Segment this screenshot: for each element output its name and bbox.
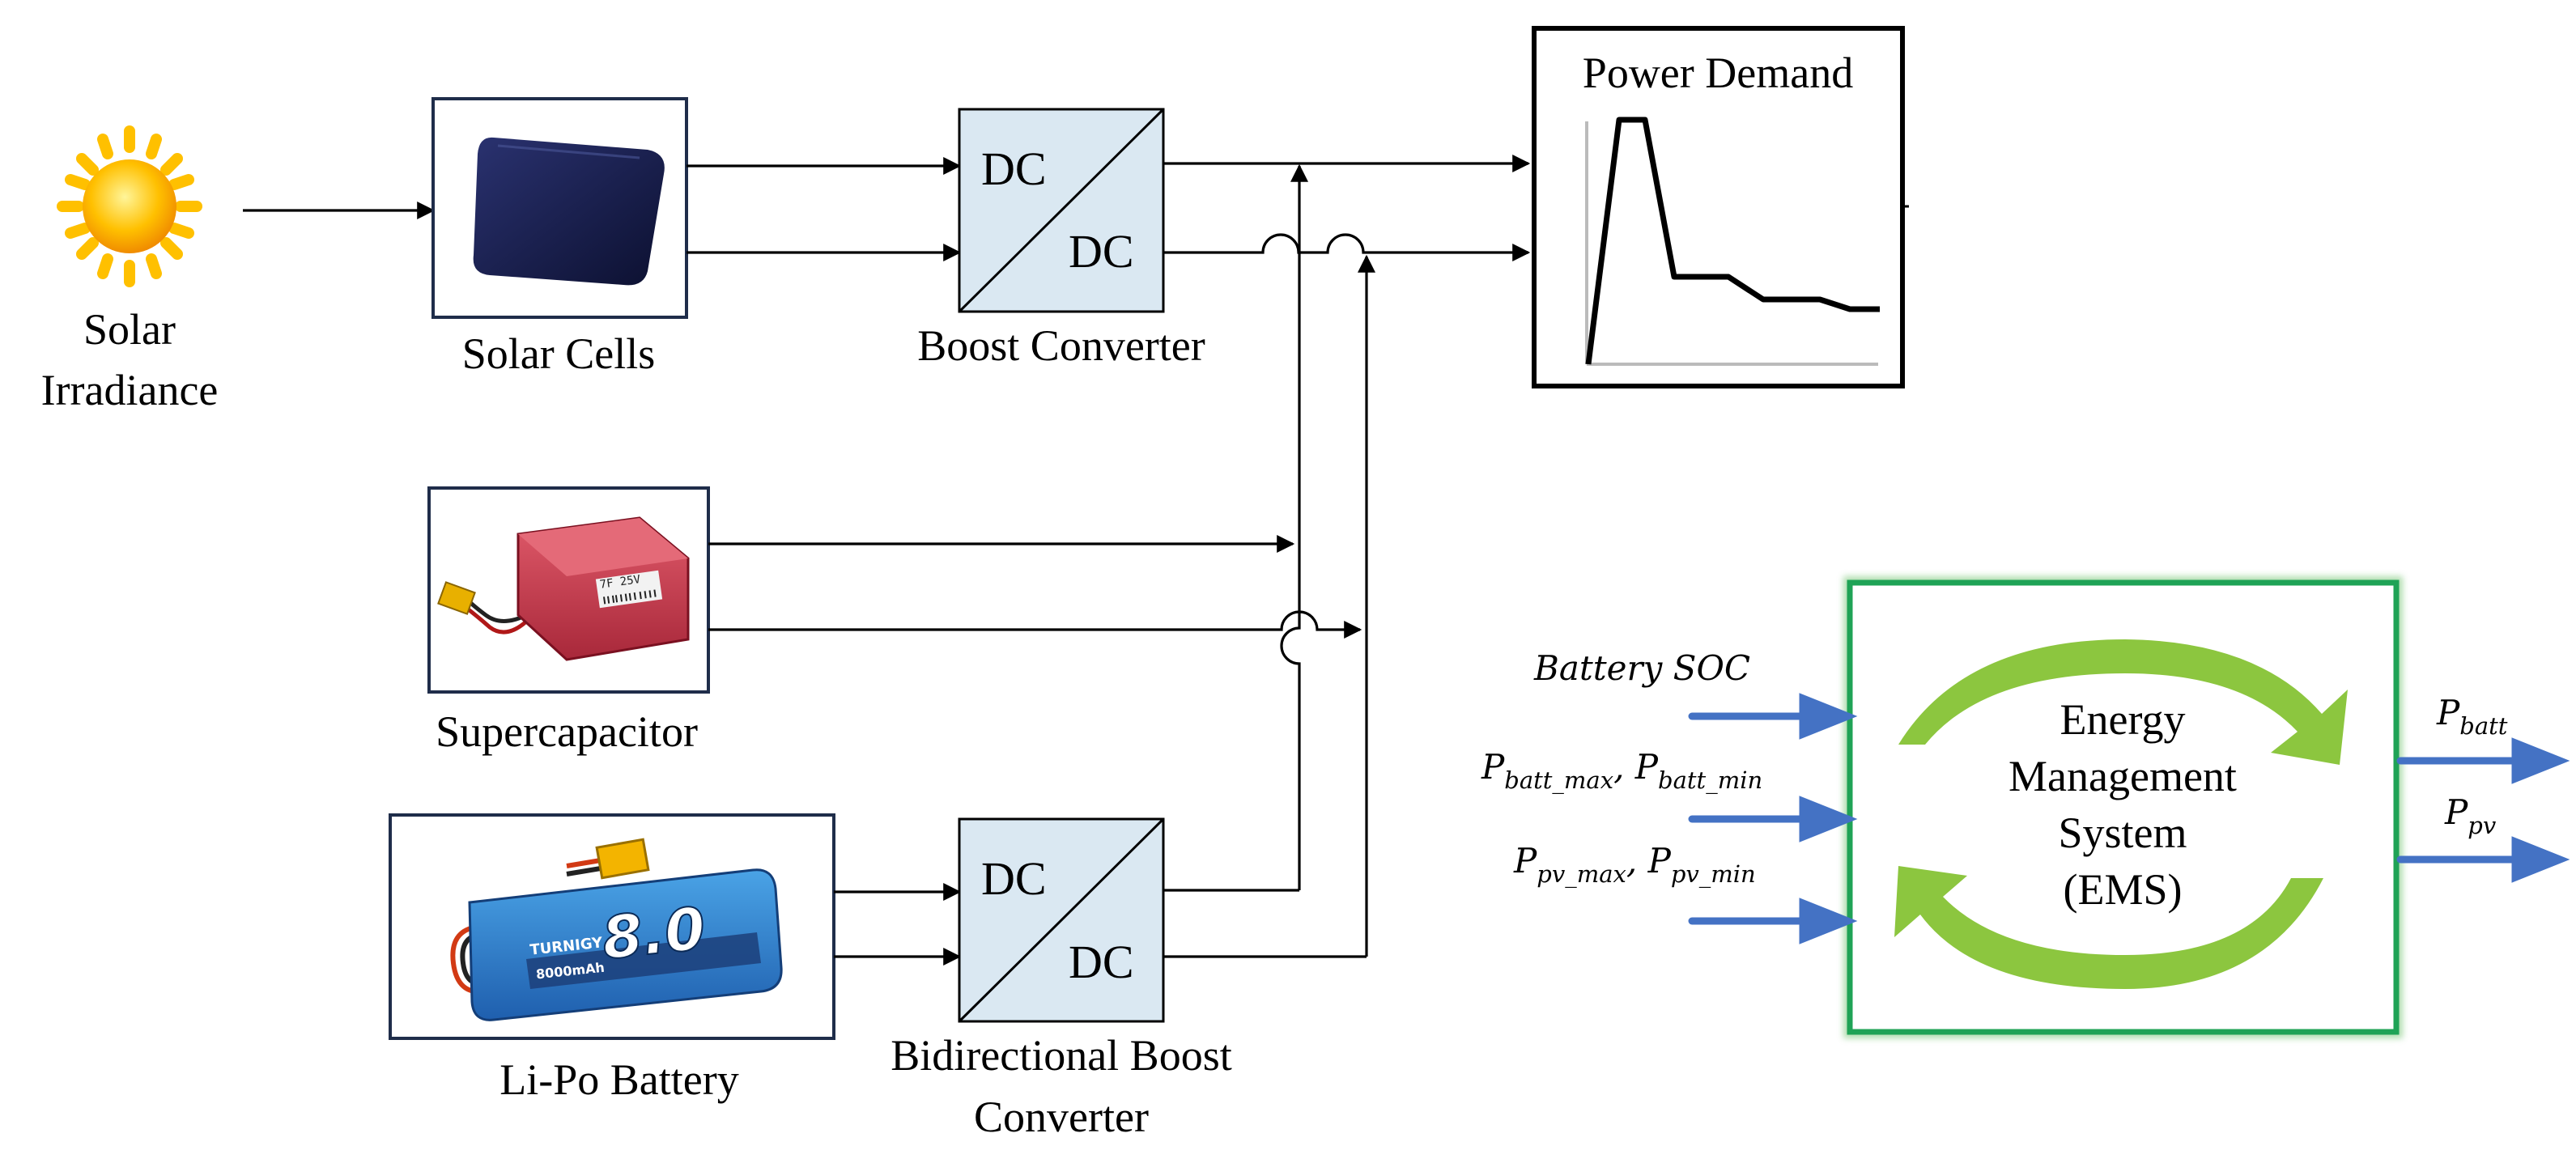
batt-limits-input-label: Pbatt_max, Pbatt_min <box>1481 747 1762 795</box>
power-demand-profile <box>1585 117 1880 365</box>
supercapacitor-label: Supercapacitor <box>436 707 698 756</box>
ems-label-line-4: (EMS) <box>2064 865 2183 914</box>
boost-dc-input-label: DC <box>981 142 1047 195</box>
supercapacitor-icon: 7F 25V <box>437 516 690 661</box>
battery-capacity-text: 8.0 <box>599 894 709 973</box>
lipo-battery-icon: 8.0 TURNIGY 8000mAh <box>450 838 783 1021</box>
solar-irradiance-label-2: Irradiance <box>41 366 219 414</box>
power-demand-title: Power Demand <box>1583 49 1853 97</box>
power-demand-box <box>1532 26 1909 388</box>
boost-converter-block: DC DC <box>958 108 1165 313</box>
lipo-battery-label: Li-Po Battery <box>499 1055 738 1104</box>
bidirectional-dc-output-label: DC <box>1069 936 1134 988</box>
ems-label-line-2: Management <box>2009 752 2237 800</box>
sun-icon <box>57 125 202 287</box>
bidirectional-converter-label: Bidirectional Boost <box>891 1031 1231 1080</box>
supercap-rating: 7F 25V <box>599 573 642 592</box>
boost-converter-label: Boost Converter <box>917 321 1205 370</box>
ems-label-line-1: Energy <box>2060 695 2186 744</box>
solar-cells-label: Solar Cells <box>462 329 656 378</box>
pv-limits-input-label: Ppv_max, Ppv_min <box>1513 841 1756 889</box>
solar-panel-icon <box>473 137 665 286</box>
supercap-to-bus-bottom-arrow <box>708 610 1362 639</box>
boost-dc-output-label: DC <box>1069 225 1134 278</box>
bus-bottom-to-demand-arrow <box>1163 233 1531 261</box>
battery-soc-input-label: Battery SOC <box>1533 648 1750 688</box>
bidirectional-converter-label-2: Converter <box>974 1093 1149 1141</box>
ems-cycle-arrows-icon <box>1894 639 2348 989</box>
bidirectional-converter-block: DC DC <box>958 817 1165 1023</box>
p-pv-output-label: Ppv <box>2444 792 2497 839</box>
ems-label-line-3: System <box>2058 809 2187 857</box>
solar-irradiance-label: Solar <box>83 305 176 354</box>
bidirectional-dc-input-label: DC <box>981 852 1047 905</box>
bus-top-vertical <box>1280 163 1308 890</box>
p-batt-output-label: Pbatt <box>2436 693 2508 740</box>
